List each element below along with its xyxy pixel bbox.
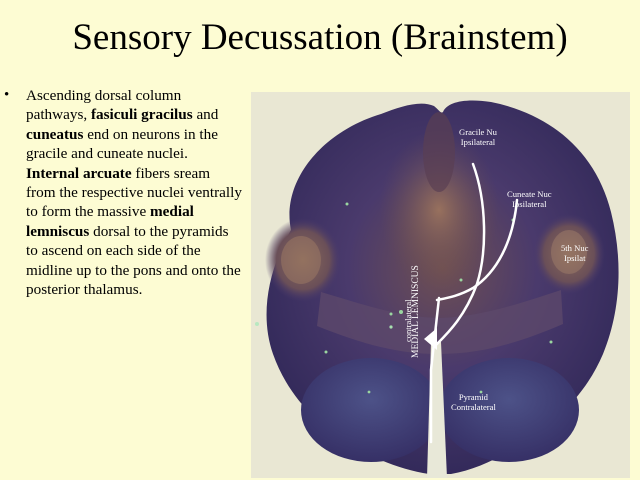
vessel-speck (399, 310, 403, 314)
vessel-speck (367, 390, 371, 394)
arrowhead (424, 328, 437, 350)
bullet-marker: • (4, 87, 10, 103)
vessel-speck (549, 340, 553, 344)
vessel-speck (255, 322, 259, 326)
right-pyramid (439, 358, 579, 462)
label-gracile-nucleus: Gracile Nu Ipsilateral (459, 127, 497, 147)
bullet-text-run: end on neurons in the gracile and cuneat… (26, 125, 218, 163)
left-pyramid (301, 358, 441, 462)
left-olive-core (281, 236, 321, 284)
bullet-bold-term: medial lemniscus (26, 203, 194, 240)
bullet-text-run: dorsal to the pyramids to ascend on each… (26, 222, 241, 299)
vessel-speck (389, 325, 393, 329)
label-medial-lemniscus: MEDIAL LEMNISCUS (411, 265, 421, 358)
vessel-speck (389, 312, 393, 316)
gracile-fiber-arrow (435, 162, 486, 346)
brainstem-section-image: Gracile Nu Ipsilateral Cuneate Nuc Ipsil… (251, 92, 630, 478)
bullet-text-run: and (192, 106, 219, 124)
bullet-text-run: Ascending dorsal column pathways, (26, 87, 182, 124)
vessel-speck (459, 278, 463, 282)
slide-title: Sensory Decussation (Brainstem) (72, 17, 568, 58)
bullet-text: Ascending dorsal column pathways, fasicu… (26, 86, 242, 299)
bullet-bold-term: fasiculi gracilus (90, 106, 193, 124)
bullet-bold-term: cuneatus (26, 125, 84, 143)
label-5th-nucleus: 5th Nuc Ipsilat (561, 243, 589, 263)
dorsal-region (379, 130, 499, 290)
bullet-text-run: fibers sream from the respective nuclei … (26, 164, 242, 221)
vessel-speck (324, 350, 328, 354)
cuneate-fiber-arrow (435, 198, 519, 302)
brainstem-section-graphic (251, 92, 630, 478)
label-cuneate-nucleus: Cuneate Nuc Ipsilateral (507, 189, 552, 209)
fourth-ventricle-shade (423, 112, 455, 192)
lemniscus-descending-line (429, 296, 441, 444)
vessel-speck (479, 390, 483, 394)
bullet-bold-term: Internal arcuate (26, 164, 132, 182)
right-nucleus-core (551, 230, 587, 274)
label-pyramid: Pyramid Contralateral (451, 392, 496, 412)
vessel-speck (345, 202, 349, 206)
arcuate-band (317, 290, 563, 354)
